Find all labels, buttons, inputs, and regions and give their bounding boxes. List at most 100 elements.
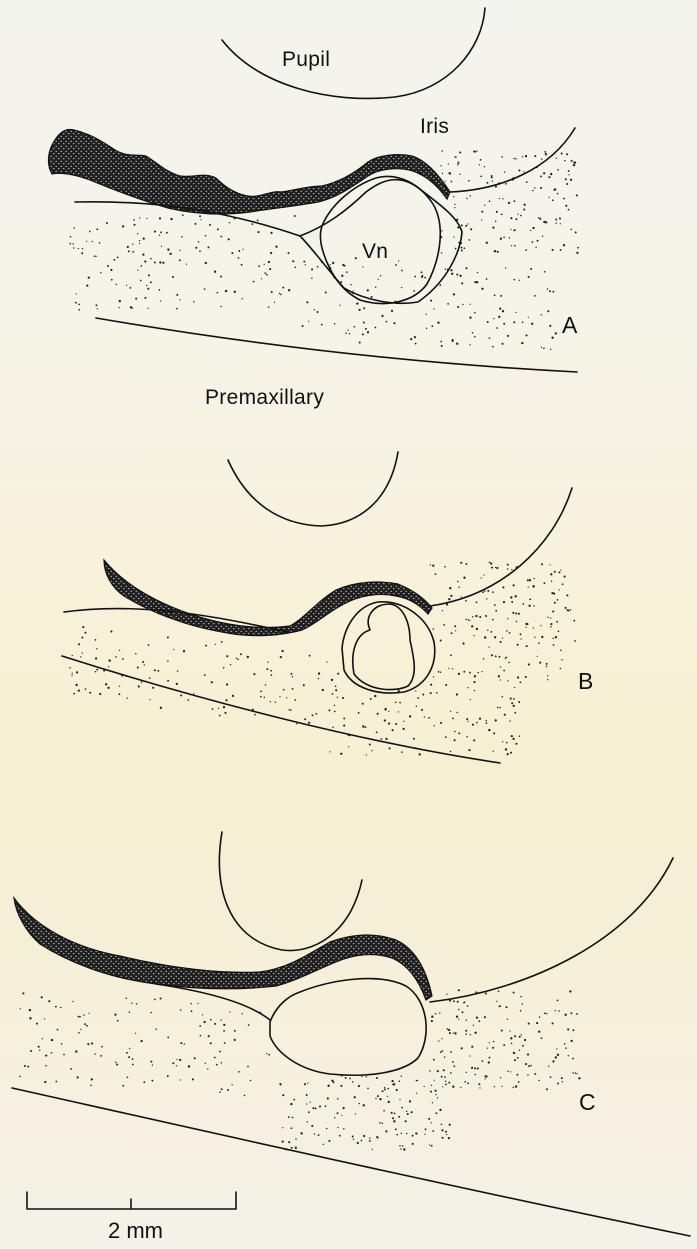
stipple-dot bbox=[252, 223, 254, 225]
stipple-dot bbox=[461, 224, 463, 226]
stipple-dot bbox=[355, 1113, 356, 1114]
stipple-dot bbox=[242, 249, 243, 250]
stipple-dot bbox=[160, 707, 162, 709]
scale-bar-line bbox=[27, 1192, 236, 1209]
stipple-dot bbox=[86, 284, 88, 286]
stipple-dot bbox=[489, 200, 491, 202]
stipple-dot bbox=[440, 722, 442, 724]
stipple-dot bbox=[312, 1107, 314, 1109]
stipple-dot bbox=[469, 672, 471, 674]
stipple-dot bbox=[523, 204, 525, 206]
stipple-dot bbox=[493, 751, 494, 752]
stipple-dot bbox=[513, 321, 515, 323]
stipple-dot bbox=[341, 1115, 342, 1116]
stipple-dot bbox=[377, 713, 379, 715]
stipple-dot bbox=[343, 725, 345, 727]
stipple-dot bbox=[430, 300, 432, 302]
stipple-dot bbox=[473, 635, 474, 636]
stipple-dot bbox=[534, 187, 535, 188]
stipple-dot bbox=[198, 241, 200, 243]
stipple-dot bbox=[366, 1076, 367, 1077]
stipple-dot bbox=[466, 1020, 467, 1021]
stipple-dot bbox=[441, 1129, 443, 1131]
stipple-dot bbox=[228, 238, 230, 240]
stipple-dot bbox=[308, 1111, 310, 1113]
stipple-dot bbox=[395, 701, 397, 703]
stipple-dot bbox=[544, 1012, 546, 1014]
stipple-dot bbox=[426, 328, 427, 329]
stipple-dot bbox=[499, 1005, 501, 1007]
stipple-dot bbox=[541, 563, 543, 565]
stipple-dot bbox=[489, 337, 491, 339]
stipple-dot bbox=[501, 156, 503, 158]
stipple-dot bbox=[337, 697, 338, 698]
stipple-dot bbox=[154, 231, 156, 233]
stipple-dot bbox=[115, 1062, 116, 1063]
stipple-dot bbox=[494, 294, 496, 296]
stipple-dot bbox=[406, 1133, 407, 1134]
stipple-dot bbox=[42, 1038, 43, 1039]
stipple-dot bbox=[135, 653, 137, 655]
stipple-dot bbox=[465, 1030, 467, 1032]
stipple-dot bbox=[221, 1088, 223, 1090]
stipple-dot bbox=[137, 233, 138, 234]
stipple-dot bbox=[117, 257, 119, 259]
stipple-dot bbox=[44, 1018, 45, 1019]
stipple-dot bbox=[510, 752, 512, 754]
stipple-dot bbox=[200, 1035, 202, 1037]
stipple-dot bbox=[325, 1105, 327, 1107]
stipple-dot bbox=[514, 712, 516, 714]
stipple-dot bbox=[442, 1086, 443, 1087]
stipple-dot bbox=[513, 584, 515, 586]
stipple-dot bbox=[113, 259, 115, 261]
stipple-dot bbox=[205, 235, 207, 237]
stipple-dot bbox=[69, 243, 71, 245]
stipple-dot bbox=[57, 1029, 59, 1031]
stipple-dot bbox=[375, 1098, 376, 1099]
stipple-dot bbox=[547, 310, 549, 312]
stipple-dot bbox=[441, 150, 443, 152]
stipple-dot bbox=[484, 1016, 486, 1018]
stipple-dot bbox=[528, 276, 530, 278]
stipple-dot bbox=[573, 620, 575, 622]
stipple-dot bbox=[424, 277, 426, 279]
stipple-dot bbox=[433, 308, 434, 309]
stipple-dot bbox=[167, 248, 169, 250]
stipple-dot bbox=[192, 1078, 194, 1080]
stipple-dot bbox=[541, 636, 543, 638]
stipple-dot bbox=[303, 261, 305, 263]
scale-bar-label: 2 mm bbox=[108, 1218, 163, 1243]
stipple-dot bbox=[237, 658, 239, 660]
stipple-dot bbox=[511, 245, 512, 246]
stipple-dot bbox=[500, 295, 502, 297]
stipple-dot bbox=[568, 209, 570, 211]
stipple-dot bbox=[453, 293, 455, 295]
stipple-dot bbox=[529, 599, 531, 601]
stipple-dot bbox=[431, 1145, 433, 1147]
stipple-dot bbox=[122, 225, 124, 227]
stipple-dot bbox=[514, 1059, 516, 1061]
stipple-dot bbox=[91, 1042, 93, 1044]
stipple-dot bbox=[82, 248, 83, 249]
stipple-dot bbox=[560, 223, 561, 224]
panel-letter-c: C bbox=[579, 1089, 596, 1115]
stipple-dot bbox=[398, 260, 399, 261]
stipple-dot bbox=[451, 632, 453, 634]
stipple-dot bbox=[503, 601, 505, 603]
stipple-dot bbox=[137, 667, 139, 669]
stipple-dot bbox=[41, 996, 43, 998]
stipple-dot bbox=[167, 660, 168, 661]
stipple-dot bbox=[355, 257, 357, 259]
stipple-dot bbox=[441, 1124, 443, 1126]
stipple-dot bbox=[318, 672, 320, 674]
stipple-dot bbox=[219, 1091, 221, 1093]
stipple-dot bbox=[457, 581, 458, 582]
stipple-dot bbox=[205, 645, 207, 647]
stipple-dot bbox=[515, 743, 517, 745]
stipple-dot bbox=[146, 218, 147, 219]
stipple-dot bbox=[449, 1032, 451, 1034]
stipple-dot bbox=[486, 722, 488, 724]
stipple-dot bbox=[467, 721, 468, 722]
stipple-dot bbox=[223, 667, 225, 669]
stipple-dot bbox=[568, 170, 570, 172]
